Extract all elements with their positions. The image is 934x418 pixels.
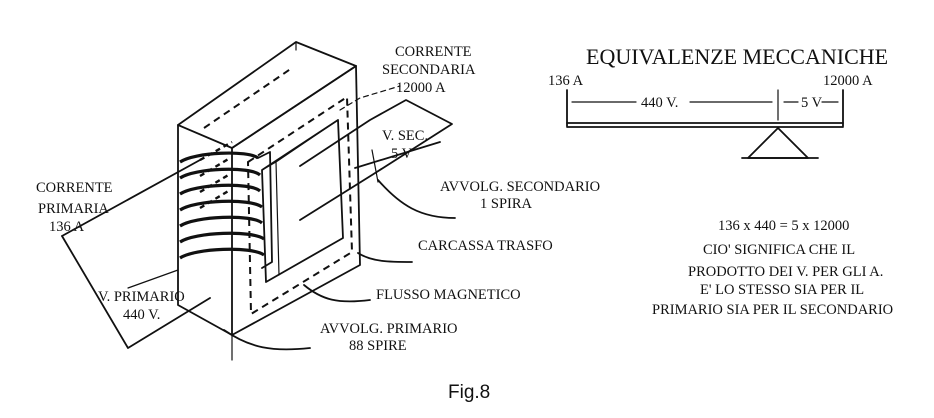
lever-beam xyxy=(566,89,844,128)
label-left-current: 136 A xyxy=(548,73,584,89)
label-corrente-secondaria: CORRENTE SECONDARIA 12000 A xyxy=(382,44,476,96)
svg-text:V. SEC.: V. SEC. xyxy=(382,128,428,144)
secondary-winding xyxy=(299,85,453,221)
svg-text:12000 A: 12000 A xyxy=(396,80,446,96)
arm-right-dimension: 5 V xyxy=(783,95,839,111)
primary-winding xyxy=(179,140,273,269)
transformer-core xyxy=(177,41,361,336)
label-corrente-primaria: CORRENTE PRIMARIA 136 A xyxy=(36,180,113,235)
leader-lines xyxy=(223,179,456,361)
label-right-current: 12000 A xyxy=(823,73,873,89)
svg-text:PRODOTTO DEI V. PER GLI A.: PRODOTTO DEI V. PER GLI A. xyxy=(688,264,883,280)
svg-text:440 V.: 440 V. xyxy=(123,307,160,323)
svg-text:PRIMARIA: PRIMARIA xyxy=(38,201,109,217)
svg-text:E' LO STESSO SIA PER IL: E' LO STESSO SIA PER IL xyxy=(700,282,864,298)
svg-text:5 V: 5 V xyxy=(801,95,823,111)
svg-text:88 SPIRE: 88 SPIRE xyxy=(349,338,407,354)
formula: 136 x 440 = 5 x 12000 xyxy=(718,218,849,234)
svg-text:1 SPIRA: 1 SPIRA xyxy=(480,196,533,212)
label-v-primario: V. PRIMARIO 440 V. xyxy=(98,289,185,323)
svg-text:SECONDARIA: SECONDARIA xyxy=(382,62,476,78)
explanation-text: CIO' SIGNIFICA CHE IL PRODOTTO DEI V. PE… xyxy=(652,242,893,318)
fulcrum xyxy=(741,127,819,159)
svg-text:PRIMARIO SIA PER IL SECONDARIO: PRIMARIO SIA PER IL SECONDARIO xyxy=(652,302,893,318)
label-v-sec: V. SEC. 5 V xyxy=(382,128,428,162)
svg-text:440 V.: 440 V. xyxy=(641,95,678,111)
svg-text:V. PRIMARIO: V. PRIMARIO xyxy=(98,289,185,305)
arm-left-dimension: 440 V. xyxy=(571,95,773,111)
svg-text:CIO' SIGNIFICA CHE IL: CIO' SIGNIFICA CHE IL xyxy=(703,242,855,258)
figure-caption: Fig.8 xyxy=(448,382,490,403)
svg-text:5 V: 5 V xyxy=(391,146,413,162)
label-flusso-magnetico: FLUSSO MAGNETICO xyxy=(376,287,521,303)
label-carcassa-trasfo: CARCASSA TRASFO xyxy=(418,238,553,254)
svg-text:AVVOLG. PRIMARIO: AVVOLG. PRIMARIO xyxy=(320,321,458,337)
label-avvolg-primario: AVVOLG. PRIMARIO 88 SPIRE xyxy=(320,321,458,354)
svg-text:CORRENTE: CORRENTE xyxy=(36,180,113,196)
svg-text:CORRENTE: CORRENTE xyxy=(395,44,472,60)
magnetic-flux-path xyxy=(203,67,354,316)
label-avvolg-secondario: AVVOLG. SECONDARIO 1 SPIRA xyxy=(440,179,600,212)
svg-text:136 A: 136 A xyxy=(49,219,85,235)
svg-text:AVVOLG. SECONDARIO: AVVOLG. SECONDARIO xyxy=(440,179,600,195)
mechanics-title: EQUIVALENZE MECCANICHE xyxy=(586,44,888,69)
primary-leads xyxy=(61,159,211,349)
